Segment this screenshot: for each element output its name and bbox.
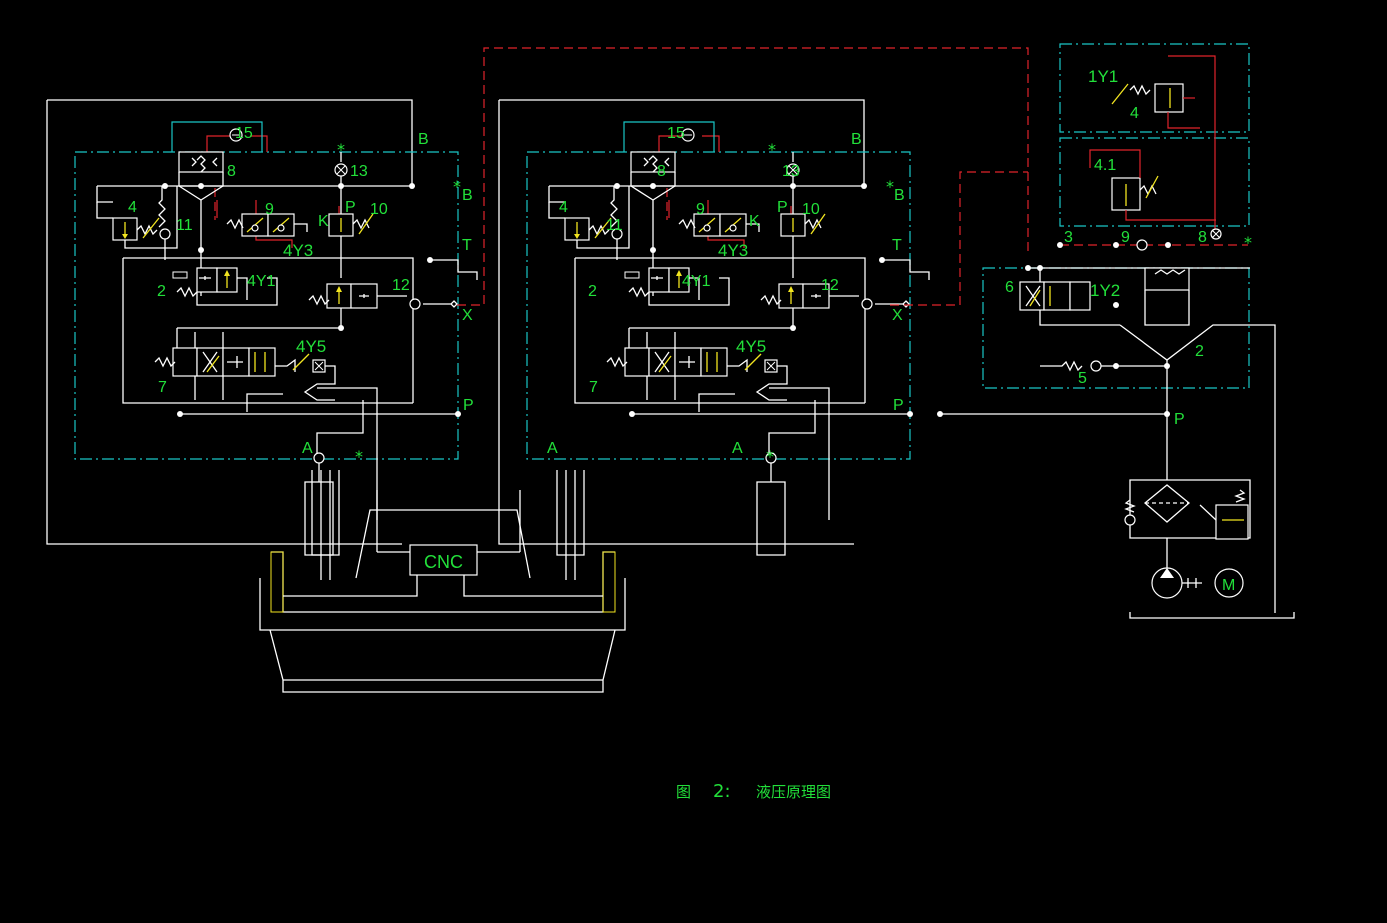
label-4: 4 — [1130, 105, 1139, 122]
label-10: 10 — [370, 201, 388, 218]
press-frame — [259, 470, 626, 693]
mark-star: * — [886, 177, 894, 196]
cnc-label: CNC — [424, 552, 463, 572]
label-b-side: B — [894, 187, 905, 204]
label-7: 7 — [589, 379, 598, 396]
label-4: 4 — [559, 199, 568, 216]
label-b-top: B — [418, 131, 429, 148]
label-15: 15 — [667, 125, 685, 142]
label-a: A — [302, 440, 313, 457]
label-k: K — [318, 213, 329, 230]
label-b-side: B — [462, 187, 473, 204]
label-p: P — [1174, 411, 1185, 428]
pump-station — [982, 43, 1295, 619]
label-7: 7 — [158, 379, 167, 396]
mark-star: * — [355, 447, 363, 466]
label-12: 12 — [821, 277, 839, 294]
label-p-bottom: P — [463, 397, 474, 414]
label-t: T — [892, 237, 902, 254]
figure-caption: 图 2: 液压原理图 — [676, 781, 831, 802]
label-1y1: 1Y1 — [1088, 67, 1118, 86]
label-6: 6 — [1005, 279, 1014, 296]
label-4y3: 4Y3 — [283, 241, 313, 260]
label-15: 15 — [235, 125, 253, 142]
label-5: 5 — [1078, 370, 1087, 387]
mark-star: * — [768, 140, 776, 159]
middle-block-labels: 15 8 B 13 B 4 11 9 10 K P 4Y3 T 2 4Y1 12… — [547, 125, 905, 466]
label-x: X — [462, 307, 473, 324]
label-2: 2 — [588, 283, 597, 300]
label-13: 13 — [782, 163, 800, 180]
caption-number: 2: — [713, 781, 731, 802]
cnc-box — [409, 544, 478, 576]
label-p: P — [345, 199, 356, 216]
label-3: 3 — [1064, 229, 1073, 246]
label-9: 9 — [696, 201, 705, 218]
mark-star: * — [453, 177, 461, 196]
label-1y2: 1Y2 — [1090, 281, 1120, 300]
label-8: 8 — [227, 163, 236, 180]
label-8: 8 — [1198, 229, 1207, 246]
label-b-top: B — [851, 131, 862, 148]
label-2: 2 — [157, 283, 166, 300]
label-2: 2 — [1195, 343, 1204, 360]
label-4: 4 — [128, 199, 137, 216]
label-t: T — [462, 237, 472, 254]
label-10: 10 — [802, 201, 820, 218]
caption-title: 液压原理图 — [756, 783, 831, 801]
left-block-labels: 15 8 B 13 B 4 11 9 10 K P 4Y3 T 2 4Y1 12… — [128, 125, 474, 466]
caption-fig: 图 — [676, 783, 691, 801]
label-4y5: 4Y5 — [296, 337, 326, 356]
label-k: K — [749, 213, 760, 230]
label-motor: M — [1222, 577, 1235, 594]
label-12: 12 — [392, 277, 410, 294]
label-9: 9 — [1121, 229, 1130, 246]
label-4-1: 4.1 — [1094, 157, 1116, 174]
label-13: 13 — [350, 163, 368, 180]
label-4y3: 4Y3 — [718, 241, 748, 260]
label-a: A — [732, 440, 743, 457]
mark-star: * — [337, 140, 345, 159]
label-p-bottom: P — [893, 397, 904, 414]
label-9: 9 — [265, 201, 274, 218]
mark-star: * — [766, 447, 774, 466]
label-11: 11 — [176, 217, 193, 234]
mark-star: * — [1244, 233, 1252, 252]
label-x: X — [892, 307, 903, 324]
label-a: A — [547, 440, 558, 457]
label-8: 8 — [657, 163, 666, 180]
label-4y1: 4Y1 — [247, 273, 276, 290]
label-4y1: 4Y1 — [682, 273, 711, 290]
label-11: 11 — [606, 217, 623, 234]
label-p: P — [777, 199, 788, 216]
right-module-labels: 1Y1 4 4.1 3 9 8 6 1Y2 2 5 P M * — [1005, 67, 1252, 594]
label-4y5: 4Y5 — [736, 337, 766, 356]
